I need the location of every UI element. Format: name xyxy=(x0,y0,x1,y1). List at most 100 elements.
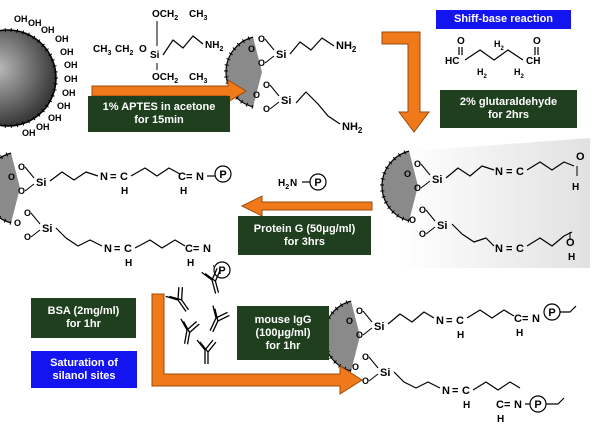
surface-4-n-a: N xyxy=(436,315,444,327)
shiff-base-reaction-text: Shiff-base reaction xyxy=(453,13,554,25)
surface-4-chain-a xyxy=(387,311,435,325)
surface-3-chain-a2 xyxy=(130,167,181,177)
protein-g-h2n: H2 xyxy=(278,178,289,191)
surface-4 xyxy=(324,301,360,371)
saturation-line-1: Saturation of xyxy=(50,356,118,369)
surface-1-nh2-a: NH2 xyxy=(336,40,357,54)
surface-1-si-a-si: Si xyxy=(276,49,286,61)
glutaraldehyde-h2-3: H2 xyxy=(514,67,525,80)
aptes-ethoxy-left-subscript: 3 xyxy=(107,50,111,57)
step-2-line-2: for 2hrs xyxy=(488,109,529,121)
surface-1-si-a-o-2: O xyxy=(258,58,265,68)
glutaraldehyde-ch-right: CH xyxy=(526,56,540,67)
antibody-2 xyxy=(180,318,200,345)
surface-4-si-b-bond-1 xyxy=(368,356,379,369)
surface-1-nh2-b: NH2 xyxy=(342,121,363,135)
saturation-note: Saturation of silanol sites xyxy=(31,351,137,388)
surface-2 xyxy=(382,151,418,221)
surface-4-eq-b: = xyxy=(452,385,458,397)
surface-4-protein-g-b-label: P xyxy=(534,399,541,411)
step-4-line-2: for 1hr xyxy=(66,318,101,330)
step-3-label: Protein G (50μg/ml) for 3hrs xyxy=(238,216,371,255)
silanol-oh-11: OH xyxy=(14,14,28,24)
antibody-3 xyxy=(165,287,190,312)
glutaraldehyde-hc-left: HC xyxy=(445,56,459,67)
surface-2-n-a: N xyxy=(495,166,503,178)
surface-4-h2-b: H xyxy=(497,414,504,425)
silanol-oh-6: OH xyxy=(62,88,76,98)
glutaraldehyde-o-left: O xyxy=(457,36,465,47)
silanol-oh-9: OH xyxy=(36,122,50,132)
process-arrows xyxy=(91,31,430,395)
surface-1-si-b-bond-1 xyxy=(269,84,280,97)
step-1-label: 1% APTES in acetone for 15min xyxy=(88,96,230,132)
surface-3-si-a-bond-2 xyxy=(24,183,35,192)
surface-2-si-b-si: Si xyxy=(437,220,447,232)
surface-3-si-b-bond-2 xyxy=(30,229,41,238)
surface-3-si-a-si: Si xyxy=(36,177,46,189)
aptes-ch3-top: CH3 xyxy=(189,9,207,22)
surface-2-si-a-bond-2 xyxy=(420,180,431,189)
surface-3-si-a-bond-1 xyxy=(24,166,35,179)
surface-4-protein-g-a-label: P xyxy=(548,307,555,319)
arrow-step-3 xyxy=(240,195,373,217)
surface-3-chain-b2 xyxy=(134,239,186,249)
glutaraldehyde-h2-3-subscript: 2 xyxy=(521,74,525,80)
antibody-1 xyxy=(201,268,222,294)
shaded-backdrop xyxy=(400,138,590,268)
surface-3-protein-g-a xyxy=(214,165,232,183)
antibody-2-stem-2 xyxy=(182,320,200,345)
surface-3-c-a: C xyxy=(120,171,128,183)
surface-2-si-a-bond-1 xyxy=(420,163,431,176)
surface-3-eq2-b: = xyxy=(193,243,199,255)
surface-3-si-b-o-3: O xyxy=(14,218,21,228)
antibody-4 xyxy=(209,305,230,333)
antibody-3-stem xyxy=(165,287,187,312)
shiff-base-reaction-note: Shiff-base reaction xyxy=(436,10,571,29)
surface-4-si-b-o-1: O xyxy=(362,352,369,362)
aptes-och-bottom: OCH2 xyxy=(152,72,178,85)
step-2-line-1: 2% glutaraldehyde xyxy=(459,96,558,108)
surface-2-si-a-o-1: O xyxy=(414,159,421,169)
surface-2-hatch xyxy=(380,149,410,223)
surface-3-si-a-o-3: O xyxy=(8,172,15,182)
silanol-oh-3: OH xyxy=(60,47,74,57)
arrow-step-2 xyxy=(381,31,430,133)
surface-4-eq-a: = xyxy=(446,315,452,327)
surface-3-n-a: N xyxy=(100,171,108,183)
step-4-line-1: BSA (2mg/ml) xyxy=(47,305,120,317)
arrow-step-4 xyxy=(151,293,363,395)
surface-2-c-a: C xyxy=(516,166,524,178)
surface-4-c-a: C xyxy=(456,315,464,327)
surface-1-si-b-si: Si xyxy=(281,95,291,107)
surface-3-si-b-si: Si xyxy=(42,223,52,235)
surface-1-chain-b xyxy=(295,91,341,125)
surface-4-eq2-a: = xyxy=(522,313,528,325)
surface-3-si-a-o-2: O xyxy=(18,186,25,196)
step-5-line-1: mouse IgG xyxy=(254,313,312,326)
surface-4-igg-b xyxy=(546,397,565,405)
antibody-5-stem-2 xyxy=(199,341,217,364)
antibody-2-stem xyxy=(180,318,198,344)
surface-2-o-b: O xyxy=(566,237,575,249)
surface-1-si-a-bond-2 xyxy=(264,55,275,64)
surface-2-h-b: H xyxy=(568,252,575,263)
surface-2-si-b-o-1: O xyxy=(419,205,426,215)
surface-3 xyxy=(0,153,20,223)
surface-1-si-a-o-3: O xyxy=(248,44,255,54)
surface-2-si-a-si: Si xyxy=(432,174,442,186)
step-3-line-1: Protein G (50μg/ml) xyxy=(253,222,356,235)
surface-3-n2-b: N xyxy=(203,243,211,255)
surface-3-eq-a: = xyxy=(110,171,116,183)
glutaraldehyde-h2-1-subscript: 2 xyxy=(484,74,488,80)
aptes-nh2: NH2 xyxy=(205,40,223,53)
silanol-oh-8: OH xyxy=(48,113,62,123)
diagram-parts xyxy=(0,21,578,413)
antibody-4-stem xyxy=(209,305,228,331)
surface-2-si-b-bond-1 xyxy=(425,209,436,222)
surface-4-eq2-b: = xyxy=(504,399,510,411)
surface-4-si-a-bond-2 xyxy=(362,327,373,336)
protein-g-n: N xyxy=(290,178,297,189)
